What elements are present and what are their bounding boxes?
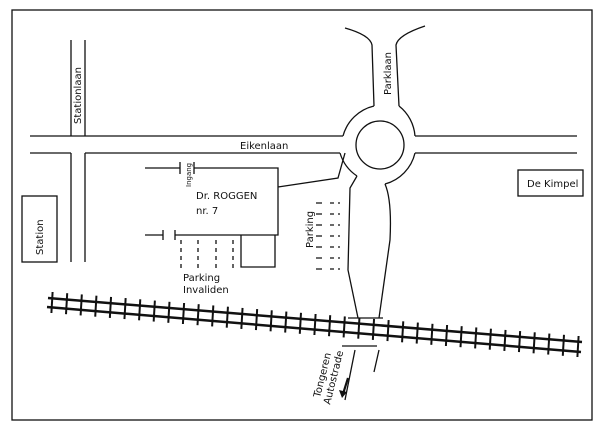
railway-tie	[196, 304, 200, 326]
label-parking-disabled-2: Invaliden	[183, 285, 229, 296]
railway-tie	[123, 298, 127, 320]
road-south	[344, 175, 392, 401]
railway-tie	[474, 327, 478, 349]
railway-tie	[269, 310, 273, 332]
railway-tie	[576, 335, 580, 358]
railway-tie	[94, 295, 98, 317]
railway-tie	[211, 305, 215, 327]
label-stationlaan: Stationlaan	[73, 67, 84, 124]
railway-tie	[488, 328, 492, 350]
railway-tie	[284, 311, 288, 333]
railway-tie	[108, 296, 113, 318]
railway-tie	[240, 307, 244, 329]
railway-tie	[328, 315, 332, 337]
railway-tie	[138, 299, 142, 321]
label-station: Station	[35, 219, 46, 255]
railway-tie	[225, 306, 229, 328]
railway-tie	[415, 322, 419, 344]
railway-tie	[65, 293, 69, 315]
station-box	[21, 195, 58, 263]
railway-tie	[181, 302, 186, 325]
railway-tie	[79, 294, 83, 316]
railway-tie	[152, 300, 156, 322]
railway-tie	[386, 320, 390, 342]
road-stationlaan	[70, 40, 86, 262]
railway-tie	[430, 323, 434, 345]
label-practice-number: nr. 7	[196, 206, 218, 217]
bridge	[342, 317, 383, 347]
label-eikenlaan: Eikenlaan	[240, 141, 288, 152]
label-parking-disabled-1: Parking	[183, 273, 220, 284]
railway-tie	[401, 321, 405, 343]
building-dr-roggen	[145, 152, 346, 268]
label-de-kimpel: De Kimpel	[527, 179, 578, 190]
railway-tie	[313, 313, 317, 336]
railway-tie	[371, 318, 376, 340]
road-eikenlaan	[30, 135, 577, 154]
railway-tie	[459, 326, 463, 348]
railway-tie	[298, 312, 302, 334]
map-frame	[11, 9, 593, 421]
label-parking: Parking	[305, 211, 316, 248]
label-parklaan: Parklaan	[383, 52, 394, 95]
railway-tie	[357, 317, 361, 339]
label-entrance: Ingang	[185, 163, 193, 187]
railway-tie	[517, 331, 522, 353]
railway-tie	[561, 334, 565, 356]
railway-tie	[342, 316, 346, 338]
railway-tie	[254, 309, 259, 331]
arrow-down-icon	[339, 377, 350, 398]
railway-tie	[50, 291, 54, 314]
railway-tie	[547, 333, 551, 355]
railway-tie	[167, 301, 171, 323]
parking-disabled-spots	[180, 240, 234, 270]
de-kimpel-box	[517, 169, 584, 197]
roundabout	[339, 105, 416, 185]
road-parklaan	[344, 25, 426, 107]
parking-spots	[316, 202, 340, 270]
railway	[46, 291, 583, 358]
railway-tie	[503, 329, 507, 351]
railway-tie	[532, 332, 536, 354]
label-practice-name: Dr. ROGGEN	[196, 191, 257, 202]
railway-tie	[444, 324, 449, 347]
